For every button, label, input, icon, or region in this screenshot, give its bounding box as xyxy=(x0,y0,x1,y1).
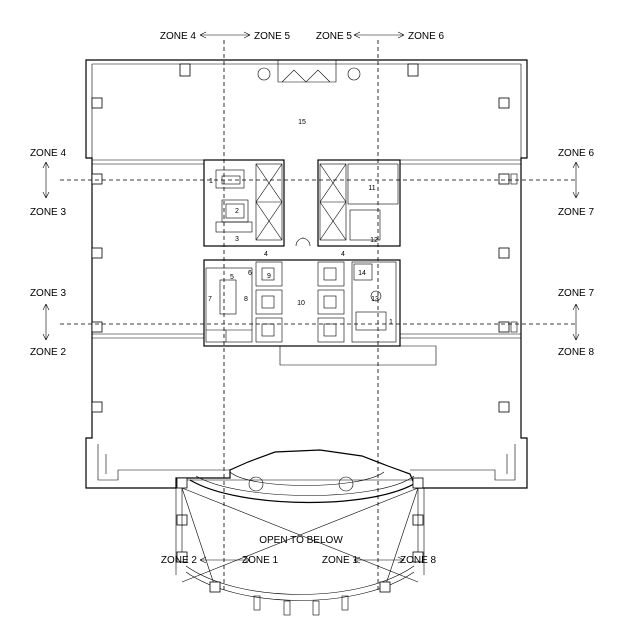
zone-label-bottom-1b: ZONE 1 xyxy=(322,555,359,566)
room-14: 14 xyxy=(358,270,366,277)
zone-labels-right: ZONE 6 ZONE 7 ZONE 7 ZONE 8 xyxy=(558,148,595,358)
zone-labels-top: ZONE 4 ZONE 5 ZONE 5 ZONE 6 xyxy=(160,31,445,42)
room-11: 11 xyxy=(368,185,375,192)
room-2: 2 xyxy=(235,208,239,215)
room-15: 15 xyxy=(298,119,306,126)
zone-label-top-6: ZONE 6 xyxy=(408,31,445,42)
zone-label-top-4: ZONE 4 xyxy=(160,31,197,42)
building-core xyxy=(203,159,401,347)
open-to-below-label: OPEN TO BELOW xyxy=(259,535,343,546)
zone-dividers xyxy=(60,40,576,590)
zone-label-left-2: ZONE 2 xyxy=(30,347,67,358)
entry-structure xyxy=(175,471,425,616)
zone-labels-left: ZONE 4 ZONE 3 ZONE 3 ZONE 2 xyxy=(30,148,67,358)
zone-label-bottom-8: ZONE 8 xyxy=(400,555,437,566)
zone-label-right-8: ZONE 8 xyxy=(558,347,595,358)
room-numbers: 15 11 1 2 3 12 4 4 5 6 7 8 9 10 14 13 1 xyxy=(208,119,393,326)
zone-label-bottom-1a: ZONE 1 xyxy=(242,555,279,566)
room-1a: 1 xyxy=(209,178,213,185)
room-9: 9 xyxy=(267,273,271,280)
room-7: 7 xyxy=(208,296,212,303)
room-12: 12 xyxy=(370,237,378,244)
room-6: 6 xyxy=(248,270,252,277)
columns xyxy=(91,97,518,413)
zone-label-left-3a: ZONE 3 xyxy=(30,207,67,218)
zone-label-right-6: ZONE 6 xyxy=(558,148,595,159)
top-wall-features xyxy=(179,60,419,83)
room-4a: 4 xyxy=(264,251,268,258)
room-3: 3 xyxy=(235,236,239,243)
room-8: 8 xyxy=(244,296,248,303)
room-5: 5 xyxy=(230,274,234,281)
building-outline xyxy=(85,59,528,489)
room-4b: 4 xyxy=(341,251,345,258)
zone-label-left-3b: ZONE 3 xyxy=(30,288,67,299)
interior-walls xyxy=(92,159,521,366)
zone-label-right-7a: ZONE 7 xyxy=(558,207,595,218)
zone-label-left-4: ZONE 4 xyxy=(30,148,67,159)
zone-label-top-5b: ZONE 5 xyxy=(316,31,353,42)
room-10: 10 xyxy=(297,300,305,307)
zone-label-right-7b: ZONE 7 xyxy=(558,288,595,299)
room-1b: 1 xyxy=(389,319,393,326)
zone-labels-bottom: ZONE 2 ZONE 1 ZONE 1 ZONE 8 xyxy=(161,555,437,566)
zone-arrows xyxy=(42,31,580,564)
zone-label-top-5a: ZONE 5 xyxy=(254,31,291,42)
zone-label-bottom-2: ZONE 2 xyxy=(161,555,198,566)
room-13: 13 xyxy=(371,296,379,303)
